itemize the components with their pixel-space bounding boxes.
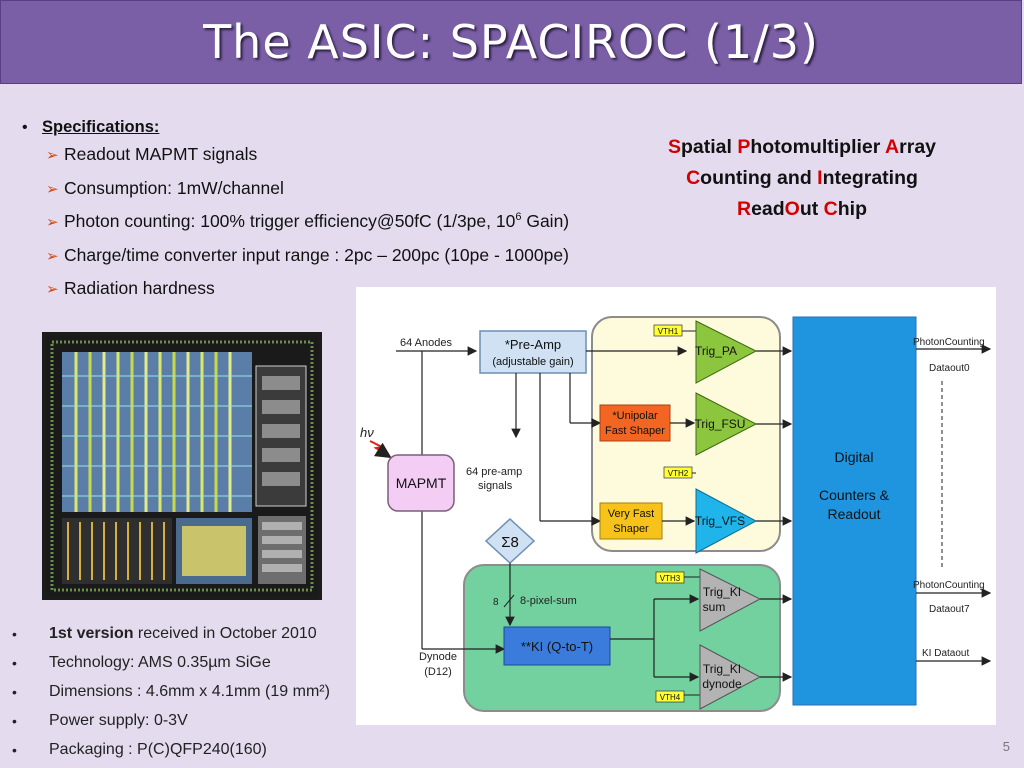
arrow-bullet-icon: ➢: [46, 214, 59, 231]
vfast-label: Very Fast: [608, 508, 654, 520]
lightning-icon: [369, 440, 392, 459]
arrow-bullet-icon: ➢: [46, 247, 59, 265]
unipolar-label: Fast Shaper: [605, 425, 665, 437]
preamp-label: (adjustable gain): [492, 356, 573, 368]
svg-text:Trig_KI: Trig_KI: [703, 662, 741, 676]
spec-item: ➢ Consumption: 1mW/channel: [46, 178, 569, 212]
hv-label: hν: [360, 425, 374, 440]
output-label: PhotonCounting: [913, 580, 985, 591]
svg-text:**KI (Q-to-T): **KI (Q-to-T): [521, 639, 593, 654]
unipolar-shaper-block: [599, 404, 671, 442]
acronym-line: Counting and Integrating: [686, 167, 918, 189]
trig-ki-sum-comparator: [699, 568, 762, 632]
anodes-label: 64 Anodes: [400, 337, 452, 349]
dynode-label: (D12): [424, 666, 452, 678]
output-label: KI Dataout: [922, 648, 969, 659]
svg-text:Trig_VFS: Trig_VFS: [695, 514, 745, 528]
arrow-bullet-icon: ➢: [46, 180, 59, 198]
spec-item-text: Readout MAPMT signals: [64, 144, 258, 164]
vfast-label: Shaper: [613, 523, 649, 535]
bullet-icon: •: [12, 683, 17, 700]
output-label: Dataout0: [929, 363, 970, 374]
spec-item-text: Consumption: 1mW/channel: [64, 177, 284, 198]
sum-label: Σ8: [501, 534, 519, 551]
dynode-label: Dynode: [419, 651, 457, 663]
preamp-block: [479, 330, 587, 374]
preamp-signals-label: 64 pre-amp: [466, 466, 522, 478]
spec-item: ➢ Readout MAPMT signals: [46, 144, 569, 178]
spec-item: ➢ Charge/time converter input range : 2p…: [46, 245, 569, 279]
output-label: Dataout7: [929, 604, 970, 615]
very-fast-shaper-block: [599, 502, 663, 540]
trig-ki-dynode-comparator: [699, 644, 762, 710]
arrow-bullet-icon: ➢: [46, 147, 59, 164]
specifications-list: • Specifications: ➢ Readout MAPMT signal…: [22, 118, 569, 312]
svg-text:dynode: dynode: [702, 677, 742, 691]
acronym-line: ReadOut Chip: [736, 198, 868, 220]
trig-vfs-comparator: [695, 488, 758, 554]
svg-text:VTH1: VTH1: [658, 327, 679, 336]
svg-text:sum: sum: [703, 600, 726, 614]
mapmt-block: [387, 454, 455, 512]
acronym-line: Spatial Photomultiplier Array: [667, 136, 937, 158]
output-label: PhotonCounting: [913, 337, 985, 348]
slide-title: The ASIC: SPACIROC (1/3): [203, 15, 819, 69]
pixel-sum-label: 8-pixel-sum: [520, 595, 577, 607]
chip-facts-list: • 1st version received in October 2010 •…: [12, 620, 330, 764]
upper-panel: [591, 316, 781, 552]
digital-block: [792, 316, 917, 706]
bus-width-label: 8: [493, 597, 499, 608]
chip-fact-item: • Power supply: 0-3V: [12, 711, 188, 729]
bullet-icon: •: [12, 626, 17, 643]
preamp-signals-label: signals: [478, 480, 513, 492]
title-bar: The ASIC: SPACIROC (1/3): [0, 0, 1022, 84]
spec-item-text: Photon counting: 100% trigger efficiency…: [64, 211, 570, 231]
spec-item: ➢ Radiation hardness: [46, 278, 569, 312]
bullet-icon: •: [12, 655, 17, 672]
arrow-bullet-icon: ➢: [46, 281, 59, 298]
vth4-label-box: [655, 690, 685, 703]
chip-fact-item: • Technology: AMS 0.35µm SiGe: [12, 654, 271, 672]
mapmt-label: MAPMT: [396, 475, 447, 491]
specifications-heading: • Specifications:: [22, 118, 569, 144]
block-diagram: Digital Counters & Readout 64 Anodes *Pr…: [356, 287, 996, 725]
acronym-expansion: Spatial Photomultiplier Array Counting a…: [612, 132, 992, 225]
svg-text:VTH3: VTH3: [660, 574, 681, 583]
svg-text:VTH4: VTH4: [660, 693, 681, 702]
svg-text:Trig_PA: Trig_PA: [695, 344, 737, 358]
chip-die-photo: [42, 332, 322, 600]
preamp-label: *Pre-Amp: [505, 337, 561, 352]
bullet-icon: •: [12, 712, 17, 729]
unipolar-label: *Unipolar: [612, 410, 658, 422]
trig-fsu-comparator: [695, 392, 758, 456]
ki-block: [503, 626, 611, 666]
digital-label: Readout: [828, 506, 881, 522]
svg-text:Trig_FSU: Trig_FSU: [695, 417, 746, 431]
svg-text:Trig_KI: Trig_KI: [703, 585, 741, 599]
chip-fact-item: • Packaging : P(C)QFP240(160): [12, 740, 267, 758]
spec-item-text: Radiation hardness: [64, 278, 215, 298]
chip-fact-item: • Dimensions : 4.6mm x 4.1mm (19 mm²): [12, 682, 330, 700]
trig-pa-comparator: [695, 320, 758, 384]
page-number: 5: [1002, 739, 1010, 754]
digital-label: Counters &: [819, 487, 890, 503]
spec-item-text: Charge/time converter input range : 2pc …: [64, 244, 569, 265]
bullet-icon: •: [12, 741, 17, 758]
svg-text:VTH2: VTH2: [668, 469, 689, 478]
chip-fact-item: • 1st version received in October 2010: [12, 625, 317, 643]
digital-label: Digital: [835, 449, 874, 465]
specifications-heading-text: Specifications:: [42, 118, 160, 136]
bullet-icon: •: [22, 119, 28, 136]
spec-item: ➢ Photon counting: 100% trigger efficien…: [46, 211, 569, 245]
